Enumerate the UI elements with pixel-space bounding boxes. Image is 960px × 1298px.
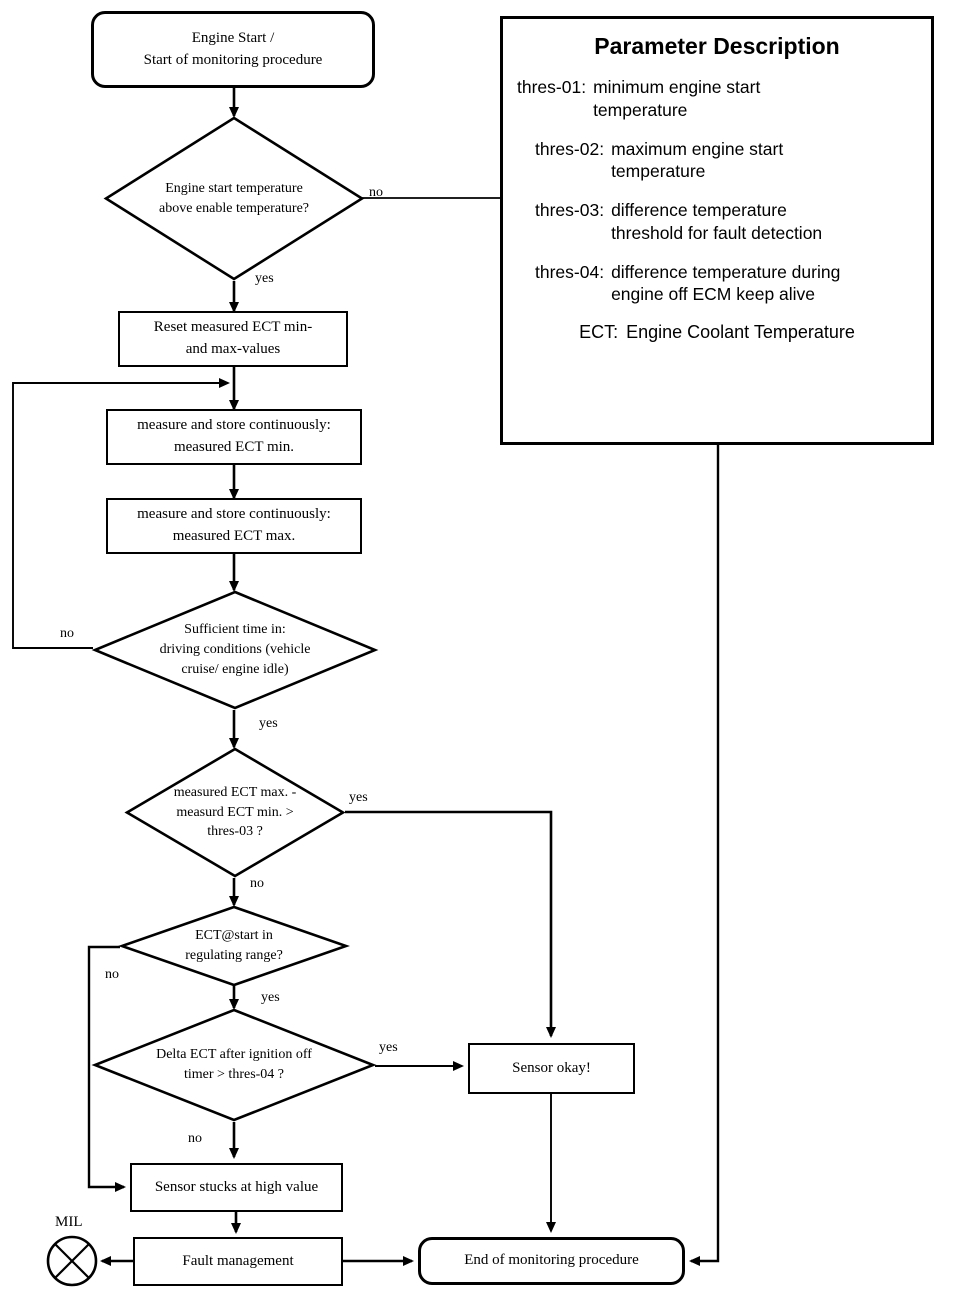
parameter-value-thres-01: minimum engine start temperature: [593, 77, 761, 120]
node-sensor-stucks-high-value-label: Sensor stucks at high value: [154, 1178, 319, 1195]
edge-label-enable-yes: yes: [255, 271, 274, 286]
parameter-row-thres-03: thres-03: difference temperature thresho…: [517, 199, 917, 245]
edge-label-delta-no: no: [250, 876, 264, 891]
node-engine-start-label: Engine Start / Start of monitoring proce…: [143, 29, 323, 68]
node-decision-enable-temperature[interactable]: Engine start temperature above enable te…: [103, 116, 365, 281]
edge-label-time-no: no: [60, 626, 74, 641]
node-measure-ect-max[interactable]: measure and store continuously: measured…: [106, 498, 362, 554]
node-sensor-stucks-high-value[interactable]: Sensor stucks at high value: [130, 1163, 343, 1212]
edge-label-regrange-yes: yes: [261, 990, 280, 1005]
parameter-row-thres-04: thres-04: difference temperature during …: [517, 261, 917, 307]
node-measure-ect-max-label: measure and store continuously: measured…: [137, 506, 331, 544]
node-end-of-monitoring[interactable]: End of monitoring procedure: [418, 1237, 685, 1285]
node-measure-ect-min[interactable]: measure and store continuously: measured…: [106, 409, 362, 465]
node-reset-ect-values[interactable]: Reset measured ECT min- and max-values: [118, 311, 348, 367]
node-measure-ect-min-label: measure and store continuously: measured…: [137, 417, 331, 455]
node-fault-management-label: Fault management: [182, 1252, 294, 1269]
edge-label-time-yes: yes: [259, 716, 278, 731]
node-decision-ect-start-regulating-range[interactable]: ECT@start in regulating range?: [118, 905, 350, 987]
parameter-key-thres-01: thres-01:: [517, 77, 587, 97]
node-sensor-okay[interactable]: Sensor okay!: [468, 1043, 635, 1094]
parameter-value-ect: Engine Coolant Temperature: [626, 322, 855, 342]
mil-lamp-label: MIL: [55, 1214, 83, 1230]
edge-label-delta-yes: yes: [349, 790, 368, 805]
parameter-description-panel: Parameter Description thres-01: minimum …: [500, 16, 934, 445]
edge-label-ignoff-no: no: [188, 1131, 202, 1146]
parameter-row-ect: ECT: Engine Coolant Temperature: [517, 322, 917, 343]
node-decision-ect-delta-thres03[interactable]: measured ECT max. - measurd ECT min. > t…: [124, 747, 346, 878]
parameter-description-title: Parameter Description: [594, 33, 840, 59]
parameter-key-thres-03: thres-03:: [535, 200, 605, 220]
parameter-key-thres-02: thres-02:: [535, 138, 605, 159]
parameter-row-thres-02: thres-02: maximum engine start temperatu…: [517, 138, 917, 184]
node-end-of-monitoring-label: End of monitoring procedure: [464, 1252, 639, 1269]
node-decision-delta-ect-ignition-off[interactable]: Delta ECT after ignition off timer > thr…: [91, 1008, 377, 1122]
node-engine-start[interactable]: Engine Start / Start of monitoring proce…: [91, 11, 375, 88]
node-reset-ect-values-label: Reset measured ECT min- and max-values: [153, 319, 313, 357]
parameter-row-thres-01: thres-01: minimum engine start temperatu…: [517, 76, 917, 122]
node-sensor-okay-label: Sensor okay!: [512, 1059, 591, 1076]
parameter-value-thres-02: maximum engine start temperature: [611, 138, 784, 182]
parameter-key-thres-04: thres-04:: [535, 261, 605, 282]
node-fault-management[interactable]: Fault management: [133, 1237, 343, 1286]
parameter-value-thres-03: difference temperature threshold for fau…: [611, 200, 823, 243]
edge-label-regrange-no: no: [105, 967, 119, 982]
parameter-key-ect: ECT:: [579, 322, 619, 342]
node-decision-sufficient-time[interactable]: Sufficient time in: driving conditions (…: [91, 590, 379, 710]
edge-label-enable-no: no: [369, 185, 383, 200]
parameter-value-thres-04: difference temperature during engine off…: [611, 261, 841, 305]
edge-label-ignoff-yes: yes: [379, 1040, 398, 1055]
